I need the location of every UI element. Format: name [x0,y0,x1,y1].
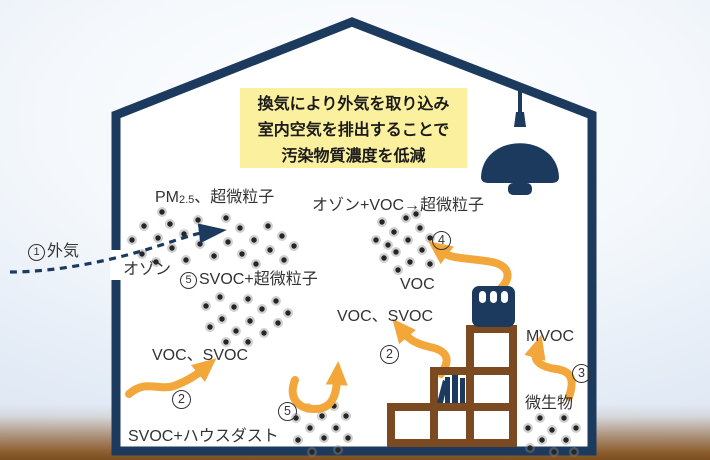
step-marker-4: 4 [432,231,451,250]
label-ozone-voc-ultrafine: オゾン+VOC→超微粒子 [312,197,485,214]
books-icon [437,375,465,403]
circled-number-1: 1 [28,243,45,261]
staircase-shelf-icon [387,325,517,447]
step-marker-5-bottom: 5 [278,402,297,421]
label-voc-svoc-left: VOC、SVOC [152,347,249,364]
callout-line-1: 換気により外気を取り込み [257,96,450,113]
step-marker-2-left: 2 [172,390,191,409]
label-svoc-housedust: SVOC+ハウスダスト [128,428,279,445]
label-outside-air: 1 外気 [28,243,79,261]
label-ozone: オゾン [123,261,172,278]
step-marker-3: 3 [572,364,591,383]
wall-vent-gap [110,250,122,280]
emission-arrow-icon [125,241,576,414]
label-svoc-ultrafine: 5 SVOC+超微粒子 [180,271,318,289]
diffuser-device-icon [472,286,515,327]
label-mvoc: MVOC [526,328,574,345]
label-voc: VOC [400,276,435,293]
label-voc-svoc-center: VOC、SVOC [337,308,434,325]
callout-line-2: 室内空気を排出することで [257,122,450,139]
circled-number-5: 5 [180,271,197,289]
ventilation-callout: 換気により外気を取り込み 室内空気を排出することで 汚染物質濃度を低減 [240,88,467,168]
dashed-inflow-arrow-icon [9,223,227,274]
pendant-lamp-icon [481,87,559,195]
callout-line-3: 汚染物質濃度を低減 [281,148,426,165]
label-microbes: 微生物 [525,395,574,412]
step-marker-2-center: 2 [380,345,399,364]
